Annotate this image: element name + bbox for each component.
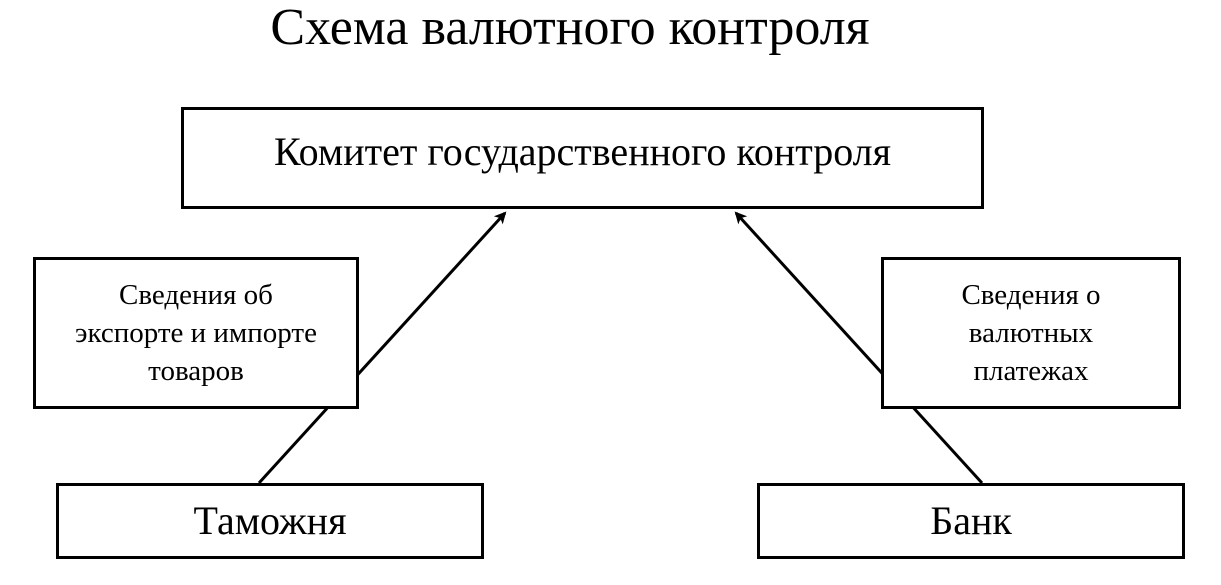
committee-box: Комитет государственного контроля (181, 107, 984, 209)
customs-label: Таможня (193, 498, 347, 543)
diagram-title: Схема валютного контроля (270, 0, 870, 56)
currency-payments-info-box: Сведения о валютных платежах (881, 257, 1181, 409)
arrow-bank-to-committee (734, 211, 984, 485)
bank-box: Банк (757, 483, 1185, 559)
committee-label: Комитет государственного контроля (273, 129, 892, 174)
export-import-info-box: Сведения об экспорте и импорте товаров (33, 257, 359, 409)
arrow-customs-to-committee (257, 211, 507, 485)
bank-label: Банк (930, 498, 1012, 543)
export-import-info-label: Сведения об экспорте и импорте товаров (75, 279, 317, 387)
customs-box: Таможня (56, 483, 484, 559)
currency-payments-info-label: Сведения о валютных платежах (961, 279, 1101, 387)
